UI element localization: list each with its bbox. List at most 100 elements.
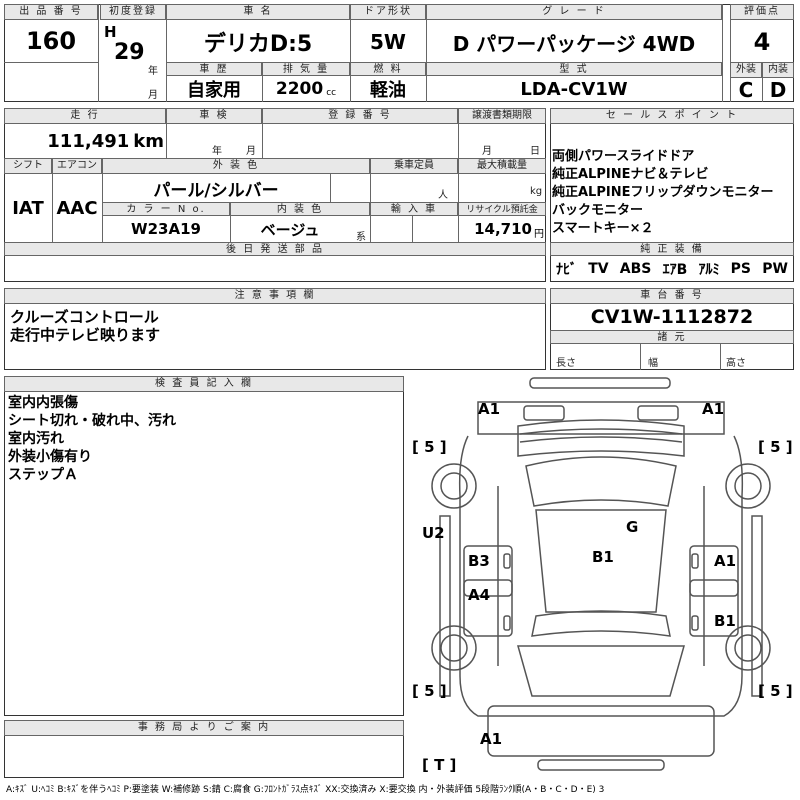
score-label: 評価点 [730,4,794,20]
standard-equipment-label: 純 正 装 備 [550,242,794,256]
month-unit: 月 [148,90,158,101]
inspector-notes-list: 室内内張傷シート切れ・破れ中、汚れ室内汚れ外装小傷有りステップＡ [8,394,398,484]
later-parts-label: 後 日 発 送 部 品 [4,242,546,256]
transfer-day-unit: 日 [530,146,540,157]
wheel-rr-value: 5 [770,682,781,700]
recycle-number: 14,710 [474,220,532,238]
max-load-unit: kg [530,186,543,197]
width-label: 幅 [648,358,658,369]
exterior-grade-label: 外装 [730,62,762,78]
car-name-label: 車 名 [166,4,350,20]
interior-grade-label: 内装 [762,62,794,78]
interior-color-suffix: 系 [356,232,366,243]
sales-point-list: 両側パワースライドドア純正ALPINEナビ＆テレビ純正ALPINEフリップダウン… [552,148,794,238]
mark-left-pillar: U2 [422,524,445,542]
height-label: 高さ [726,358,746,369]
car-diagram-svg [431,377,771,771]
wheel-fr-value: 5 [770,438,781,456]
max-load-label: 最大積載量 [458,158,546,174]
displacement-label: 排 気 量 [262,62,350,76]
inspector-note-item: シート切れ・破れ中、汚れ [8,413,176,429]
shift-value: IAT [12,197,44,219]
equipment-item: TV [588,261,609,277]
interior-color-value: ベージュ [260,220,320,239]
year-unit: 年 [148,66,158,77]
exterior-grade-value: C [738,78,754,102]
mileage-label: 走 行 [4,108,166,124]
note-item: クルーズコントロール [10,308,159,326]
equipment-item: ﾅﾋﾞ [556,262,577,278]
equipment-item: ｱﾙﾐ [698,262,720,278]
mark-rear-bumper: A1 [480,730,503,748]
inspection-month-unit: 月 [246,146,256,157]
office-label: 事 務 局 よ り ご 案 内 [4,720,404,736]
equipment-item: PS [730,261,752,277]
lot-number-value: 160 [25,27,77,55]
mark-left-front-door: B3 [468,552,490,570]
standard-equipment-list: ﾅﾋﾞ TV ABS ｴｱB ｱﾙﾐ PS PW [552,258,792,280]
equipment-item: ABS [619,261,652,277]
mileage-unit: km [133,130,164,152]
transfer-deadline-label: 譲渡書類期限 [458,108,546,124]
inspector-label: 検 査 員 記 入 欄 [4,376,404,392]
length-label: 長さ [556,358,576,369]
interior-color-label: 内 装 色 [230,202,370,216]
sales-point-item: 純正ALPINEナビ＆テレビ [552,167,709,182]
chassis-value: CV1W-1112872 [590,306,754,328]
specs-label: 諸 元 [550,330,794,344]
damage-diagram: A1 A1 [ 5 ] [ 5 ] U2 G B1 B3 A1 A4 B1 [ … [408,376,794,778]
mark-front-right: A1 [702,400,725,418]
equipment-item: PW [762,261,788,277]
mark-right-front-door: A1 [714,552,737,570]
color-no-label: カ ラ ー N o. [102,202,230,216]
color-no-value: W23A19 [131,220,201,238]
transfer-month-unit: 月 [482,146,492,157]
mark-roof: G [626,518,639,536]
mark-wheel-fr: [ 5 ] [758,438,793,456]
note-item: 走行中テレビ映ります [10,326,161,344]
plate-label: 登 録 番 号 [262,108,458,124]
recycle-label: リサイクル預託金 [458,202,546,216]
grade-label: グ レ ー ド [426,4,722,20]
mark-right-rear-door: B1 [714,612,736,630]
sales-point-item: スマートキー×２ [552,221,654,236]
model-value: LDA-CV1W [520,78,628,100]
notes-label: 注 意 事 項 欄 [4,288,546,304]
door-type-value: 5W [370,30,406,54]
fuel-value: 軽油 [370,80,406,101]
registration-year: 29 [114,39,145,65]
mark-center: B1 [592,548,614,566]
lot-number-label: 出 品 番 号 [4,4,98,20]
notes-list: クルーズコントロール走行中テレビ映ります [10,308,540,344]
inspector-note-item: ステップＡ [8,467,78,483]
inspector-section [4,376,404,716]
chassis-label: 車 台 番 号 [550,288,794,304]
fuel-label: 燃 料 [350,62,426,76]
era-label: H [104,23,117,41]
sales-point-label: セ ー ル ス ポ イ ン ト [550,108,794,124]
wheel-fl-value: 5 [424,438,435,456]
interior-grade-value: D [769,78,787,102]
inspector-note-item: 外装小傷有り [8,449,92,465]
model-label: 型 式 [426,62,722,76]
inspector-note-item: 室内内張傷 [8,395,78,411]
car-name-value: デリカD:5 [203,32,313,57]
mark-left-rear-door: A4 [468,586,491,604]
sales-point-item: 純正ALPINEフリップダウンモニター [552,185,774,200]
door-type-label: ドア形状 [350,4,426,20]
legend-text: A:ｷｽﾞ U:ﾍｺﾐ B:ｷｽﾞを伴うﾍｺﾐ P:要塗装 W:補修跡 S:錆 … [6,785,605,795]
capacity-unit: 人 [438,190,448,201]
capacity-label: 乗車定員 [370,158,458,174]
recycle-value: 14,710 円 [458,216,544,242]
import-label: 輸 入 車 [370,202,458,216]
inspection-label: 車 検 [166,108,262,124]
mileage-value: 111,491 km [4,124,164,158]
score-value: 4 [753,28,771,56]
history-label: 車 歴 [166,62,262,76]
history-value: 自家用 [187,80,241,101]
equipment-item: ｴｱB [662,262,688,278]
grade-value: D パワーパッケージ 4WD [452,31,696,56]
tire-value: T [434,756,445,774]
shift-label: シフト [4,158,52,174]
sales-point-item: 両側パワースライドドア [552,149,695,164]
